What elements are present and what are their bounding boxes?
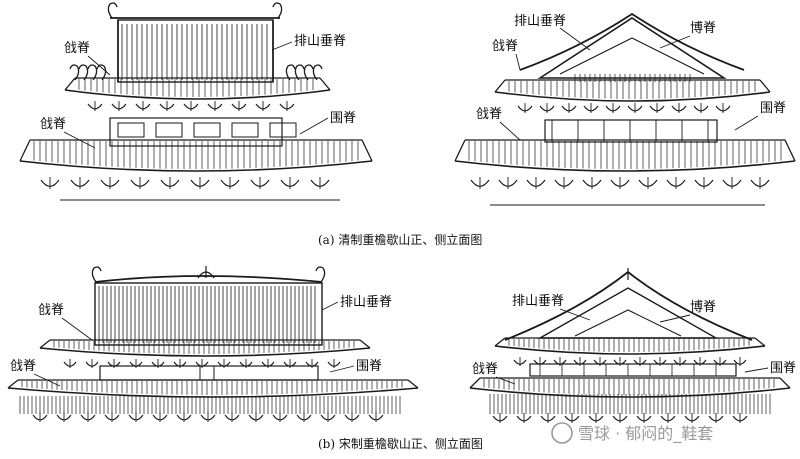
label-qiang-ji-song-front-lower: 戗脊 — [10, 359, 36, 374]
label-pai-shan-chui-ji-qing-side: 排山垂脊 — [514, 14, 566, 29]
caption-qing: (a) 清制重檐歇山正、侧立面图 — [318, 232, 482, 247]
label-pai-shan-chui-ji-song-front: 排山垂脊 — [340, 295, 392, 310]
label-qiang-ji-qing-front-lower: 戗脊 — [40, 117, 66, 132]
label-wei-ji-song-front: 围脊 — [356, 359, 382, 374]
label-qiang-ji-song-front-upper: 戗脊 — [38, 303, 64, 318]
song-front-elevation — [7, 266, 419, 422]
snowball-logo-icon — [551, 422, 573, 444]
qing-front-elevation — [19, 2, 373, 201]
label-qiang-ji-qing-side-upper: 戗脊 — [492, 39, 518, 54]
label-wei-ji-qing-side: 围脊 — [760, 101, 786, 116]
watermark-text: 雪球 · 郁闷的_鞋套 — [578, 424, 713, 444]
watermark: 雪球 · 郁闷的_鞋套 — [551, 422, 713, 444]
label-pai-shan-chui-ji-song-side: 排山垂脊 — [512, 294, 564, 309]
label-qiang-ji-song-side: 戗脊 — [472, 362, 498, 377]
song-side-elevation — [469, 268, 791, 423]
leader-lines — [33, 27, 769, 387]
label-bo-ji-song-side: 博脊 — [690, 300, 716, 315]
label-wei-ji-qing-front: 围脊 — [330, 111, 356, 126]
label-qiang-ji-qing-front-upper: 戗脊 — [64, 41, 90, 56]
label-qiang-ji-qing-side-lower: 戗脊 — [476, 107, 502, 122]
label-wei-ji-song-side: 围脊 — [770, 361, 796, 376]
label-bo-ji-qing-side: 博脊 — [690, 21, 716, 36]
label-pai-shan-chui-ji-qing-front: 排山垂脊 — [294, 34, 346, 49]
caption-song: (b) 宋制重檐歇山正、侧立面图 — [318, 436, 483, 451]
qing-side-elevation — [454, 12, 796, 206]
